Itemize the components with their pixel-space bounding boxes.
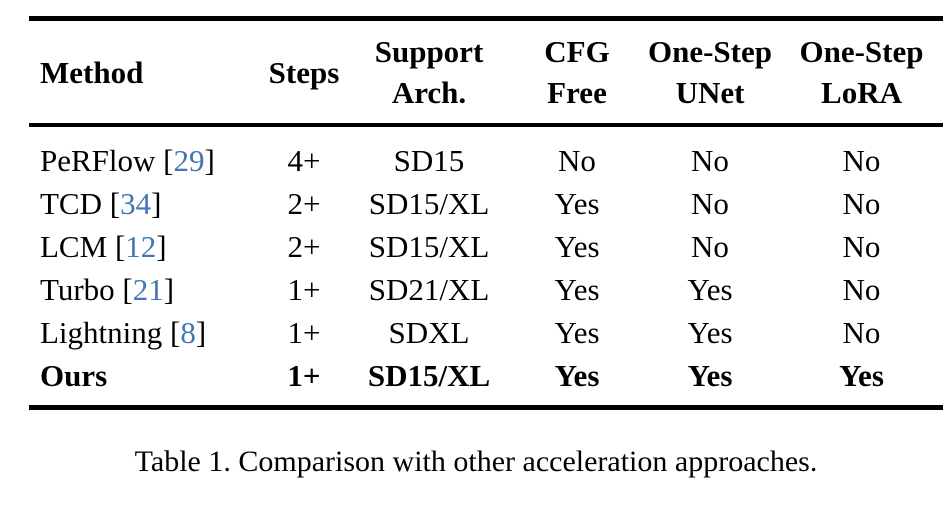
citation-bracket: ] (151, 186, 162, 221)
cell-one-step-unet: Yes (687, 358, 733, 393)
citation-bracket: [ (155, 143, 174, 178)
citation-bracket: ] (163, 272, 175, 307)
cell-support-arch: SD15/XL (368, 186, 490, 221)
table-row-lightning: Lightning [8] 1+ SDXL Yes Yes No (29, 311, 943, 354)
table-caption: Table 1. Comparison with other accelerat… (134, 445, 818, 478)
cell-support-arch: SD21/XL (368, 272, 490, 307)
comparison-table: Method Steps Support Arch. CFG Free One- (29, 16, 943, 410)
cell-method: PeRFlow [29] (29, 125, 264, 182)
cell-steps: 4+ (287, 143, 321, 178)
col-header-label: LoRA (821, 75, 902, 110)
cell-one-step-lora: No (842, 143, 881, 178)
method-name: Ours (40, 358, 108, 393)
citation-link[interactable]: 8 (180, 315, 196, 350)
cell-support-arch: SD15 (393, 143, 465, 178)
cell-one-step-unet: Yes (687, 315, 733, 350)
table-row-ours: Ours 1+ SD15/XL Yes Yes Yes (29, 354, 943, 408)
citation-bracket: ] (156, 229, 167, 264)
col-header-label: Steps (268, 54, 340, 90)
cell-cfg-free: Yes (554, 272, 600, 307)
cell-cfg-free: Yes (554, 186, 600, 221)
col-header-label: One-Step (799, 34, 924, 69)
table-row-turbo: Turbo [21] 1+ SD21/XL Yes Yes No (29, 268, 943, 311)
col-header-cfg-free: CFG Free (514, 19, 640, 126)
method-name: Lightning (40, 315, 163, 350)
method-name: PeRFlow (40, 143, 156, 178)
citation-bracket: [ (102, 186, 121, 221)
col-header-one-step-lora: One-Step LoRA (780, 19, 943, 126)
method-name: TCD (40, 186, 102, 221)
cell-one-step-lora: No (842, 315, 881, 350)
cell-steps: 1+ (287, 272, 321, 307)
citation-bracket: ] (204, 143, 215, 178)
cell-one-step-unet: Yes (687, 272, 733, 307)
col-header-steps: Steps (264, 19, 344, 126)
comparison-table-wrap: Method Steps Support Arch. CFG Free One- (29, 16, 943, 410)
citation-link[interactable]: 29 (173, 143, 205, 178)
cell-one-step-unet: No (691, 229, 729, 264)
col-header-support-arch: Support Arch. (344, 19, 514, 126)
cell-method: Ours (29, 354, 264, 408)
cell-cfg-free: Yes (554, 315, 600, 350)
cell-steps: 2+ (287, 229, 321, 264)
table-body: PeRFlow [29] 4+ SD15 No No No TCD [34] 2… (29, 125, 943, 408)
cell-steps: 2+ (287, 186, 321, 221)
citation-bracket: [ (107, 229, 126, 264)
cell-one-step-unet: No (691, 143, 729, 178)
method-name: LCM (40, 229, 108, 264)
cell-method: LCM [12] (29, 225, 264, 268)
col-header-label: Support (374, 34, 484, 69)
col-header-label: Method (40, 54, 144, 90)
cell-method: Lightning [8] (29, 311, 264, 354)
method-name: Turbo (40, 272, 115, 307)
cell-cfg-free: Yes (554, 229, 600, 264)
cell-method: TCD [34] (29, 182, 264, 225)
citation-bracket: [ (114, 272, 133, 307)
citation-bracket: ] (195, 315, 207, 350)
citation-link[interactable]: 21 (132, 272, 164, 307)
col-header-label: Free (547, 75, 607, 110)
col-header-label: One-Step (648, 34, 772, 69)
cell-steps: 1+ (287, 315, 321, 350)
table-row-tcd: TCD [34] 2+ SD15/XL Yes No No (29, 182, 943, 225)
col-header-label: CFG (544, 34, 610, 69)
table-row-lcm: LCM [12] 2+ SD15/XL Yes No No (29, 225, 943, 268)
cell-cfg-free: No (558, 143, 596, 178)
citation-link[interactable]: 34 (120, 186, 152, 221)
citation-link[interactable]: 12 (125, 229, 157, 264)
cell-support-arch: SD15/XL (367, 358, 491, 393)
cell-one-step-unet: No (691, 186, 729, 221)
cell-steps: 1+ (287, 358, 321, 393)
col-header-label: UNet (675, 75, 745, 110)
cell-cfg-free: Yes (554, 358, 600, 393)
table-header: Method Steps Support Arch. CFG Free One- (29, 19, 943, 126)
cell-one-step-lora: No (842, 186, 881, 221)
header-row: Method Steps Support Arch. CFG Free One- (29, 19, 943, 126)
cell-one-step-lora: No (842, 229, 881, 264)
table-row-perflow: PeRFlow [29] 4+ SD15 No No No (29, 125, 943, 182)
col-header-one-step-unet: One-Step UNet (640, 19, 780, 126)
cell-one-step-lora: Yes (839, 358, 884, 393)
col-header-label: Arch. (391, 75, 467, 110)
cell-method: Turbo [21] (29, 268, 264, 311)
citation-bracket: [ (162, 315, 181, 350)
cell-support-arch: SD15/XL (368, 229, 490, 264)
cell-one-step-lora: No (842, 272, 881, 307)
col-header-method: Method (29, 19, 264, 126)
cell-support-arch: SDXL (388, 315, 470, 350)
